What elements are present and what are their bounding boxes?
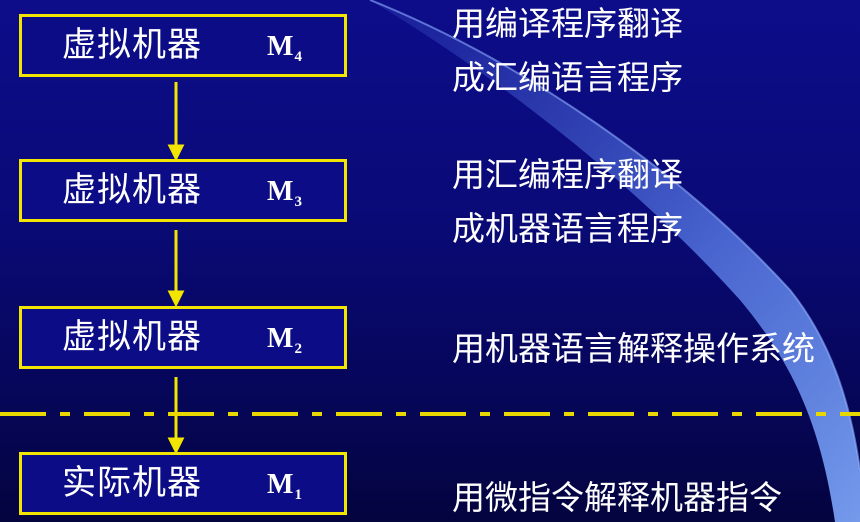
level-symbol: M3	[267, 176, 302, 210]
level-box-m3: 虚拟机器 M3	[19, 159, 347, 222]
connector-arrows	[167, 82, 185, 455]
decorative-swoosh-edge	[369, 0, 860, 471]
description-m3-line2: 成机器语言程序	[452, 209, 683, 248]
level-label: 虚拟机器	[62, 25, 202, 65]
level-symbol: M4	[267, 31, 302, 65]
description-m1: 用微指令解释机器指令	[452, 478, 782, 517]
level-symbol: M2	[267, 323, 302, 357]
level-box-m1: 实际机器 M1	[19, 452, 347, 515]
level-box-m2: 虚拟机器 M2	[19, 306, 347, 369]
level-label: 虚拟机器	[62, 317, 202, 357]
level-label: 虚拟机器	[62, 170, 202, 210]
level-label: 实际机器	[62, 463, 202, 503]
description-m4-line1: 用编译程序翻译	[452, 4, 683, 43]
description-m4-line2: 成汇编语言程序	[452, 58, 683, 97]
description-m2: 用机器语言解释操作系统	[452, 329, 815, 368]
level-box-m4: 虚拟机器 M4	[19, 14, 347, 77]
description-m3-line1: 用汇编程序翻译	[452, 155, 683, 194]
level-symbol: M1	[267, 469, 302, 503]
